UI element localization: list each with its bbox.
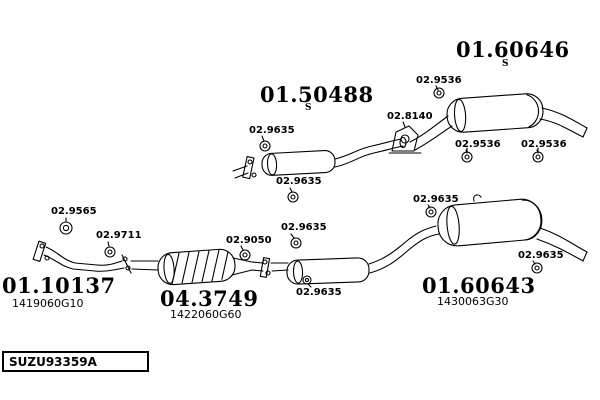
mount-ring-icon xyxy=(239,249,251,261)
mount-ring-icon xyxy=(531,262,543,274)
fitting-number[interactable]: 02.9635 xyxy=(518,250,564,261)
mount-ring-icon xyxy=(425,206,437,218)
flange-icon xyxy=(242,156,257,180)
part-ref-code: 1419060G10 xyxy=(12,297,84,310)
mount-ring-icon xyxy=(287,191,299,203)
fitting-number[interactable]: 02.9635 xyxy=(281,222,327,233)
part-number-01-60643[interactable]: 01.60643 xyxy=(422,273,536,298)
part-ref-code: 1422060G60 xyxy=(170,308,242,321)
center-silencer-body xyxy=(261,150,336,176)
fitting-number[interactable]: 02.9536 xyxy=(416,75,462,86)
part-number-01-10137[interactable]: 01.10137 xyxy=(2,273,116,298)
catalytic-converter-body xyxy=(157,248,236,286)
mount-ring-icon xyxy=(290,237,302,249)
fitting-number[interactable]: 02.9635 xyxy=(413,194,459,205)
part-ref-code: 1430063G30 xyxy=(437,295,509,308)
mount-ring-icon xyxy=(259,140,271,152)
fitting-number[interactable]: 02.9050 xyxy=(226,235,272,246)
drawing-code-plate: SUZU93359A xyxy=(2,351,149,372)
rear-silencer-bottom-body xyxy=(437,198,543,247)
drawing-code: SUZU93359A xyxy=(9,354,97,369)
mount-ring-icon xyxy=(59,221,73,235)
fitting-number[interactable]: 02.9711 xyxy=(96,230,142,241)
part-number-01-50488[interactable]: 01.50488 xyxy=(260,82,374,107)
mount-ring-icon xyxy=(433,87,445,99)
middle-silencer-body xyxy=(286,257,370,285)
part-number-04-3749[interactable]: 04.3749 xyxy=(160,286,259,311)
fitting-number[interactable]: 02.9635 xyxy=(296,287,342,298)
mount-ring-icon xyxy=(302,275,312,285)
fitting-number[interactable]: 02.9635 xyxy=(276,176,322,187)
part-number-01-60646[interactable]: 01.60646 xyxy=(456,37,570,62)
fitting-number[interactable]: 02.9635 xyxy=(249,125,295,136)
fitting-number[interactable]: 02.9565 xyxy=(51,206,97,217)
fitting-number[interactable]: 02.9536 xyxy=(455,139,501,150)
flange-icon xyxy=(121,254,132,274)
variant-marker-s: S xyxy=(502,59,509,69)
front-flange-icon xyxy=(32,240,50,262)
flange-icon xyxy=(259,257,271,278)
mount-ring-icon xyxy=(104,246,116,258)
rear-silencer-top-body xyxy=(446,93,544,133)
fitting-number[interactable]: 02.9536 xyxy=(521,139,567,150)
fitting-number[interactable]: 02.8140 xyxy=(387,111,433,122)
variant-marker-s: S xyxy=(305,103,312,113)
